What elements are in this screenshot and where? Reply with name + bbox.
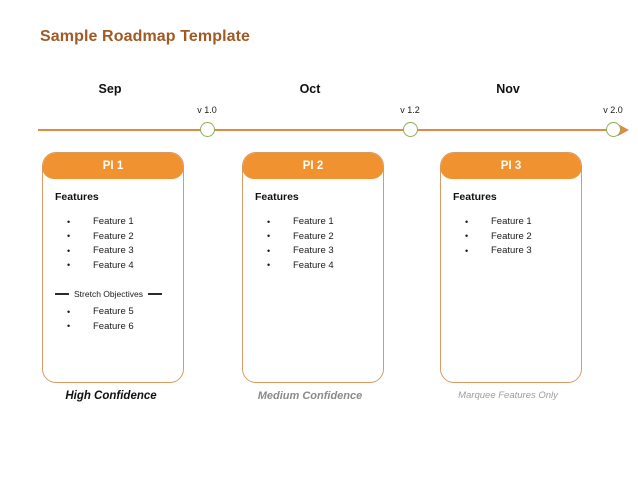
pi-card-2-header: PI 2	[243, 153, 383, 179]
pi-card-1[interactable]: PI 1 Features Feature 1 Feature 2 Featur…	[42, 152, 184, 383]
page-title: Sample Roadmap Template	[40, 28, 251, 45]
list-item: Feature 1	[67, 215, 175, 230]
list-item: Feature 5	[67, 305, 175, 320]
list-item: Feature 2	[267, 229, 375, 245]
pi-card-2-body: Features Feature 1 Feature 2 Feature 3 F…	[243, 180, 383, 382]
list-item: Feature 1	[465, 215, 573, 230]
pi-card-3-header: PI 3	[441, 153, 581, 179]
stretch-objectives-divider: Stretch Objectives	[55, 289, 173, 299]
milestone-label-v1-0: v 1.0	[197, 105, 217, 115]
milestone-label-v2-0: v 2.0	[603, 105, 623, 115]
arrow-right-icon	[618, 124, 629, 136]
pi-card-1-features-heading: Features	[55, 191, 99, 203]
pi-card-3[interactable]: PI 3 Features Feature 1 Feature 2 Featur…	[440, 152, 582, 383]
pi-card-3-feature-list: Feature 1 Feature 2 Feature 3	[453, 215, 573, 259]
pi-card-1-body: Features Feature 1 Feature 2 Feature 3 F…	[43, 180, 183, 382]
list-item: Feature 3	[267, 244, 375, 259]
pi-card-2-features-heading: Features	[255, 191, 299, 203]
stretch-objectives-label: Stretch Objectives	[74, 289, 143, 299]
milestone-marker-v2-0[interactable]	[605, 122, 621, 137]
confidence-label-pi-3: Marquee Features Only	[458, 390, 558, 401]
pi-card-1-stretch-list: Feature 5 Feature 6	[55, 305, 175, 334]
confidence-label-pi-2: Medium Confidence	[257, 390, 363, 402]
divider-dash-left	[55, 293, 69, 295]
pi-card-1-header: PI 1	[43, 153, 183, 179]
list-item: Feature 2	[67, 229, 175, 245]
list-item: Feature 1	[267, 215, 375, 230]
pi-card-3-body: Features Feature 1 Feature 2 Feature 3	[441, 180, 581, 382]
list-item: Feature 3	[465, 244, 573, 259]
pi-card-2[interactable]: PI 2 Features Feature 1 Feature 2 Featur…	[242, 152, 384, 383]
timeline-month-sep: Sep	[98, 82, 122, 96]
timeline-month-oct: Oct	[299, 82, 321, 96]
list-item: Feature 6	[67, 319, 175, 335]
pi-card-3-features-heading: Features	[453, 191, 497, 203]
milestone-label-v1-2: v 1.2	[400, 105, 420, 115]
pi-card-2-feature-list: Feature 1 Feature 2 Feature 3 Feature 4	[255, 215, 375, 273]
pi-card-1-feature-list: Feature 1 Feature 2 Feature 3 Feature 4	[55, 215, 175, 273]
timeline-axis	[38, 129, 620, 131]
milestone-marker-v1-0[interactable]	[199, 122, 215, 137]
timeline-month-nov: Nov	[496, 82, 520, 96]
list-item: Feature 4	[67, 258, 175, 274]
list-item: Feature 3	[67, 244, 175, 259]
list-item: Feature 4	[267, 258, 375, 274]
confidence-label-pi-1: High Confidence	[65, 390, 157, 402]
divider-dash-right	[147, 293, 162, 295]
list-item: Feature 2	[465, 229, 573, 245]
milestone-marker-v1-2[interactable]	[402, 122, 418, 137]
